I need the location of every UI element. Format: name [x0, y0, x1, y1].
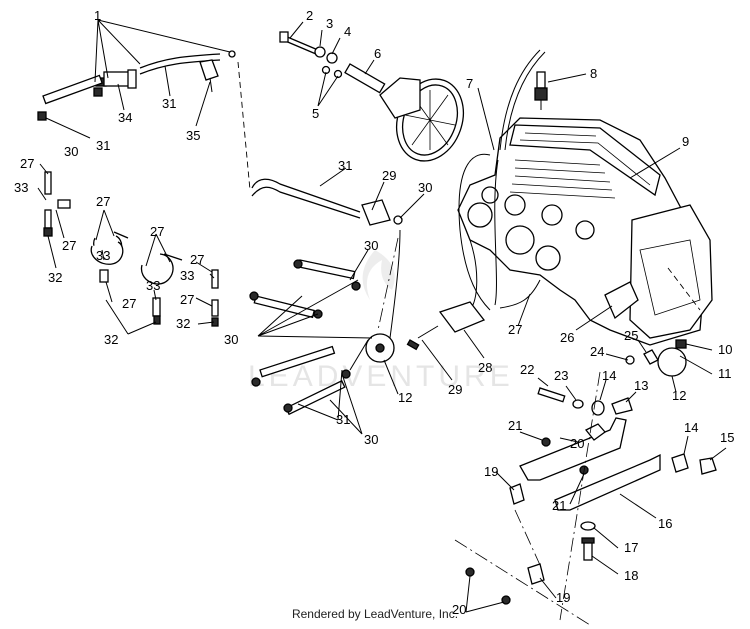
callout-31-c: 31 [162, 96, 176, 111]
callout-8: 8 [590, 66, 597, 81]
callout-3: 3 [326, 16, 333, 31]
callout-30-a: 30 [418, 180, 432, 195]
callout-29-upper: 29 [382, 168, 396, 183]
callout-17: 17 [624, 540, 638, 555]
callout-30-d: 30 [364, 432, 378, 447]
callout-10: 10 [718, 342, 732, 357]
callout-31-b: 31 [336, 412, 350, 427]
callout-16: 16 [658, 516, 672, 531]
callout-27-f: 27 [122, 296, 136, 311]
fuel-filter-group [37, 50, 236, 121]
callout-12-right: 12 [672, 388, 686, 403]
footer-credit: Rendered by LeadVenture, Inc. [291, 607, 459, 621]
drive-pulley [344, 63, 464, 162]
routing-line [237, 61, 251, 191]
callout-24: 24 [590, 344, 604, 359]
callout-14-upper: 14 [602, 368, 616, 383]
callout-14-lower: 14 [684, 420, 698, 435]
callout-32-a: 32 [48, 270, 62, 285]
callout-15: 15 [720, 430, 734, 445]
mount-hardware [537, 339, 717, 475]
callout-7: 7 [466, 76, 473, 91]
callout-9: 9 [682, 134, 689, 149]
lower-guide-lines [454, 371, 601, 626]
callout-18: 18 [624, 568, 638, 583]
callout-30-b: 30 [364, 238, 378, 253]
callout-27-c: 27 [96, 194, 110, 209]
callout-1: 1 [94, 8, 101, 23]
callout-34: 34 [118, 110, 132, 125]
callout-31-d: 31 [96, 138, 110, 153]
rubber-mounts [465, 483, 596, 605]
callout-6: 6 [374, 46, 381, 61]
spark-plug [534, 71, 548, 110]
callout-20-lower: 20 [452, 602, 466, 617]
callout-12-left: 12 [398, 390, 412, 405]
callout-labels: 1 2 3 4 5 6 7 8 9 10 11 12 12 13 14 14 1… [14, 8, 734, 617]
callout-33-b: 33 [96, 248, 110, 263]
callout-2: 2 [306, 8, 313, 23]
callout-32-b: 32 [104, 332, 118, 347]
sensor-28 [406, 301, 486, 351]
callout-30-c: 30 [224, 332, 238, 347]
callout-25: 25 [624, 328, 638, 343]
callout-21-lower: 21 [552, 498, 566, 513]
callout-29-lower: 29 [448, 382, 462, 397]
callout-21-upper: 21 [508, 418, 522, 433]
callout-26: 26 [560, 330, 574, 345]
engine-assembly [457, 49, 713, 346]
routing-line-2 [377, 237, 399, 331]
callout-28: 28 [478, 360, 492, 375]
callout-19-lower: 19 [556, 590, 570, 605]
callout-33-c: 33 [146, 278, 160, 293]
callout-31-a: 31 [338, 158, 352, 173]
callout-35: 35 [186, 128, 200, 143]
bolt-and-washers [279, 31, 343, 79]
callout-33-d: 33 [180, 268, 194, 283]
callout-22: 22 [520, 362, 534, 377]
callout-27-e: 27 [190, 252, 204, 267]
callout-23: 23 [554, 368, 568, 383]
callout-27-d: 27 [150, 224, 164, 239]
leader-lines [37, 19, 727, 613]
fuel-line-31 [251, 178, 403, 226]
callout-32-c: 32 [176, 316, 190, 331]
callout-27-a: 27 [20, 156, 34, 171]
callout-19-upper: 19 [484, 464, 498, 479]
callout-13: 13 [634, 378, 648, 393]
vent-tubes [43, 171, 219, 327]
callout-5: 5 [312, 106, 319, 121]
callout-33-a: 33 [14, 180, 28, 195]
callout-11: 11 [718, 366, 732, 381]
callout-4: 4 [344, 24, 351, 39]
callout-27-g: 27 [180, 292, 194, 307]
hoses-30 [249, 259, 361, 416]
callout-27-engine: 27 [508, 322, 522, 337]
fuel-pump-left [349, 229, 401, 371]
callout-27-b: 27 [62, 238, 76, 253]
callout-20-upper: 20 [570, 436, 584, 451]
callout-30-e: 30 [64, 144, 78, 159]
